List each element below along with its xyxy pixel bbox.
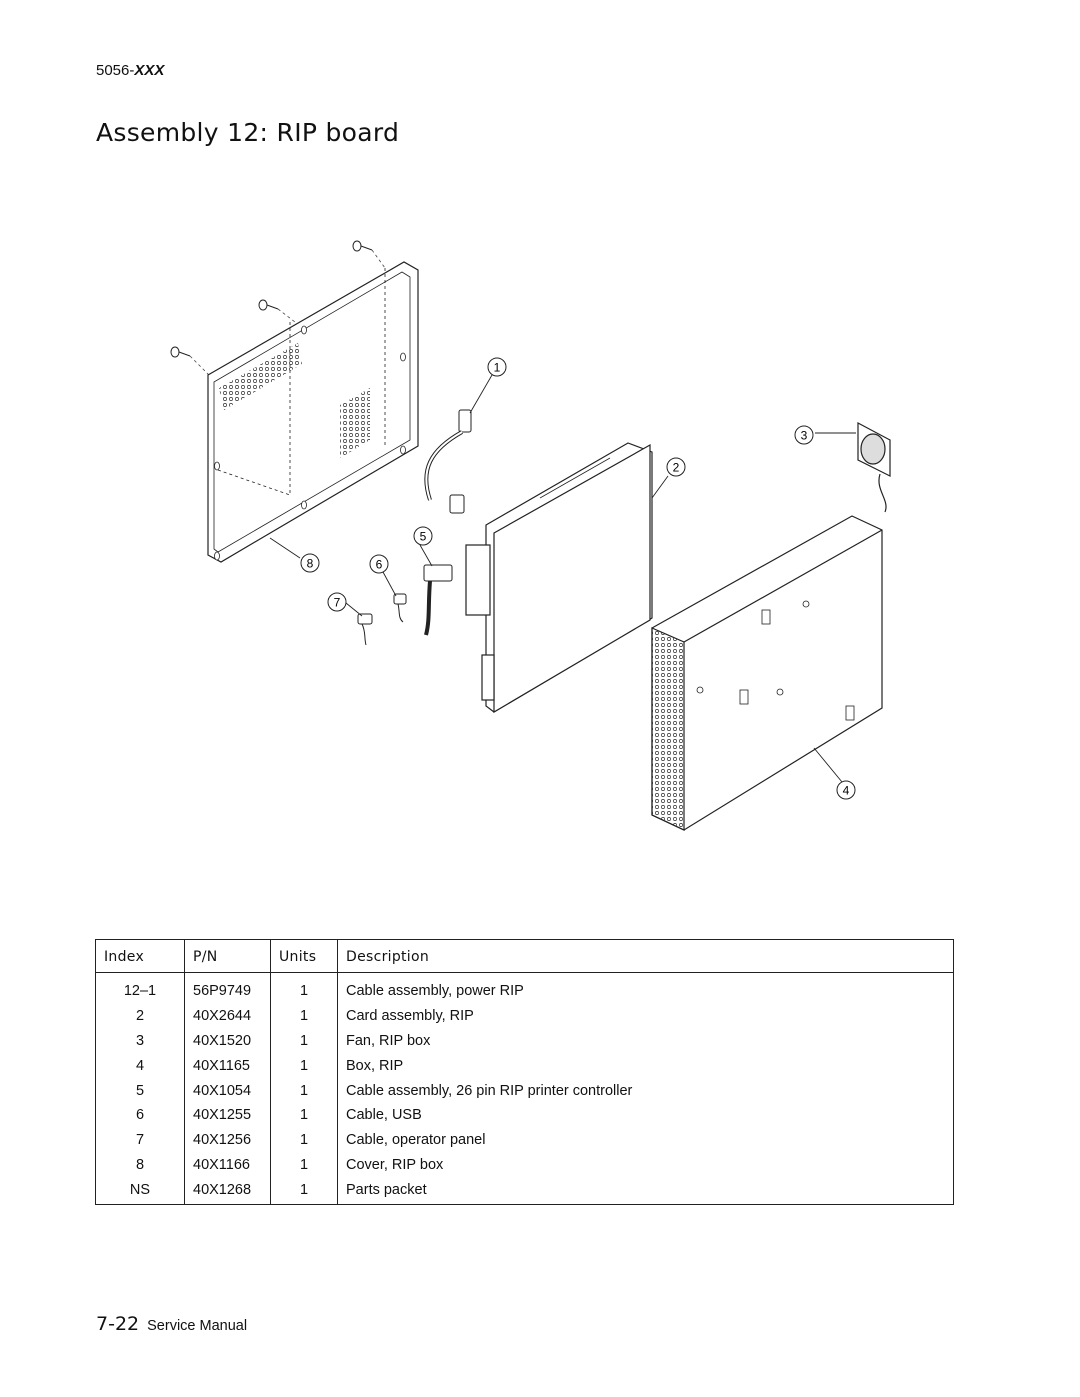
manual-title: Service Manual — [147, 1318, 248, 1334]
cell-units: 1 — [270, 1177, 338, 1205]
table-row: 5 40X1054 1 Cable assembly, 26 pin RIP p… — [96, 1078, 954, 1103]
cell-description: Cable, operator panel — [337, 1127, 954, 1153]
cell-index: 3 — [135, 1032, 145, 1049]
callout-label-8: 8 — [307, 557, 314, 571]
cell-part-number: 40X1054 — [184, 1078, 271, 1103]
table-header-row: Index P/N Units Description — [95, 939, 954, 973]
exploded-parts-diagram: 1 2 3 4 5 6 7 8 — [170, 240, 891, 831]
power-cable — [424, 409, 472, 514]
page-number: 7-22 — [96, 1313, 140, 1335]
cell-index: 6 — [135, 1107, 145, 1124]
rip-card — [465, 442, 653, 714]
callout-8: 8 — [300, 553, 320, 573]
cell-description: Fan, RIP box — [337, 1028, 954, 1054]
page-footer: 7-22 Service Manual — [96, 1313, 247, 1335]
callout-label-3: 3 — [801, 429, 808, 443]
screw-left — [170, 346, 191, 358]
cell-units: 1 — [270, 1127, 338, 1153]
cell-description: Box, RIP — [337, 1053, 954, 1079]
screw-top — [352, 240, 373, 252]
page-title: Assembly 12: RIP board — [96, 118, 400, 147]
cell-part-number: 56P9749 — [184, 972, 271, 1004]
callout-6: 6 — [369, 554, 389, 574]
rip-box-cover — [207, 261, 419, 563]
model-number: 5056-XXX — [96, 62, 164, 79]
cell-part-number: 40X1166 — [184, 1152, 271, 1178]
cell-index: 7 — [135, 1132, 145, 1149]
callout-2: 2 — [666, 457, 686, 477]
cell-part-number: 40X1255 — [184, 1102, 271, 1128]
table-row: 8 40X1166 1 Cover, RIP box — [96, 1152, 954, 1178]
cell-index: 2 — [135, 1008, 145, 1025]
rip-box — [651, 515, 883, 831]
table-row: 3 40X1520 1 Fan, RIP box — [96, 1028, 954, 1054]
cell-part-number: 40X1520 — [184, 1028, 271, 1054]
table-row: 6 40X1255 1 Cable, USB — [96, 1102, 954, 1128]
cell-part-number: 40X1165 — [184, 1053, 271, 1079]
cell-description: Parts packet — [337, 1177, 954, 1205]
cell-units: 1 — [270, 972, 338, 1004]
cell-description: Cable, USB — [337, 1102, 954, 1128]
cell-units: 1 — [270, 1152, 338, 1178]
callout-label-6: 6 — [376, 558, 383, 572]
cell-units: 1 — [270, 1078, 338, 1103]
cell-description: Card assembly, RIP — [337, 1003, 954, 1029]
header-units: Units — [270, 939, 338, 973]
table-row: 4 40X1165 1 Box, RIP — [96, 1053, 954, 1079]
cell-part-number: 40X1256 — [184, 1127, 271, 1153]
model-prefix: 5056- — [96, 62, 135, 79]
cell-index: 5 — [135, 1082, 145, 1099]
callout-5: 5 — [413, 526, 433, 546]
callout-label-4: 4 — [843, 784, 850, 798]
table-row: 12–1 56P9749 1 Cable assembly, power RIP — [96, 972, 954, 1004]
usb-cable — [393, 593, 407, 623]
table-row: 2 40X2644 1 Card assembly, RIP — [96, 1003, 954, 1029]
header-part-number: P/N — [184, 939, 271, 973]
header-description: Description — [337, 939, 954, 973]
printer-controller-cable — [423, 564, 453, 636]
cell-index: 4 — [135, 1057, 145, 1074]
cell-index: 8 — [135, 1156, 145, 1173]
operator-panel-cable — [357, 613, 373, 646]
callout-label-5: 5 — [420, 530, 427, 544]
callout-label-2: 2 — [673, 461, 680, 475]
screw-middle — [258, 299, 279, 311]
parts-list-table: Index P/N Units Description 12–1 56P9749… — [95, 939, 954, 1206]
header-index: Index — [95, 939, 185, 973]
callout-7: 7 — [327, 592, 347, 612]
rip-box-fan — [857, 422, 891, 513]
callout-4: 4 — [836, 780, 856, 800]
callout-1: 1 — [487, 357, 507, 377]
callout-label-7: 7 — [334, 596, 341, 610]
cell-description: Cable assembly, power RIP — [337, 972, 954, 1004]
cell-part-number: 40X1268 — [184, 1177, 271, 1205]
cell-units: 1 — [270, 1028, 338, 1054]
cell-units: 1 — [270, 1053, 338, 1079]
cell-units: 1 — [270, 1102, 338, 1128]
callout-label-1: 1 — [494, 361, 501, 375]
cell-index: 12–1 — [123, 983, 157, 1000]
model-suffix: XXX — [134, 62, 165, 79]
cell-part-number: 40X2644 — [184, 1003, 271, 1029]
cell-description: Cable assembly, 26 pin RIP printer contr… — [337, 1078, 954, 1103]
cell-units: 1 — [270, 1003, 338, 1029]
callout-3: 3 — [794, 425, 814, 445]
table-row: 7 40X1256 1 Cable, operator panel — [96, 1127, 954, 1153]
cell-index: NS — [129, 1181, 151, 1198]
table-row: NS 40X1268 1 Parts packet — [96, 1177, 954, 1205]
cell-description: Cover, RIP box — [337, 1152, 954, 1178]
